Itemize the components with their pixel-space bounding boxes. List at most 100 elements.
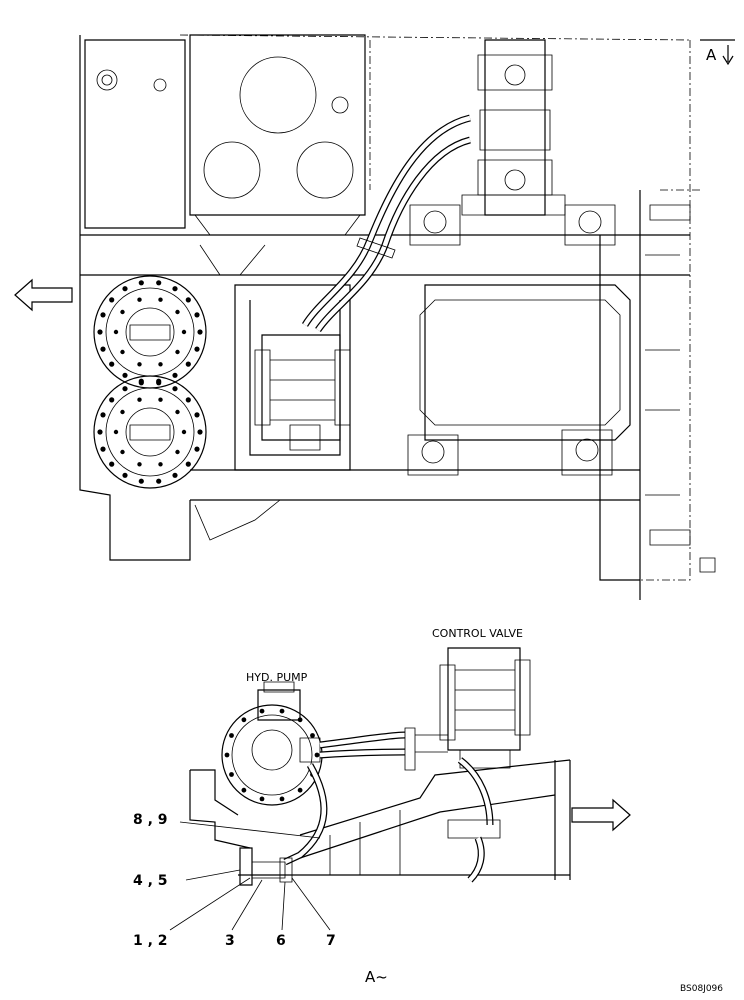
bolt xyxy=(156,478,162,484)
bolt xyxy=(109,297,115,303)
callout-leaders xyxy=(169,821,331,931)
top-motor-upper xyxy=(93,275,207,389)
bolt xyxy=(172,472,178,478)
callout-4-5: 4 , 5 xyxy=(133,873,168,889)
bolt xyxy=(297,787,303,793)
bolt xyxy=(113,429,119,435)
top-hoses xyxy=(301,114,471,333)
bolt xyxy=(241,787,247,793)
bolt xyxy=(137,397,142,402)
bolt xyxy=(181,329,187,335)
bolt xyxy=(122,286,128,292)
callout-8-9: 8 , 9 xyxy=(133,812,168,828)
bolt xyxy=(175,309,180,315)
bolt xyxy=(138,478,144,484)
bolt xyxy=(175,409,180,415)
view-a-letter: A xyxy=(706,46,717,64)
side-hoses xyxy=(283,727,501,883)
bolt xyxy=(120,349,125,355)
callout-6: 6 xyxy=(276,933,286,949)
view-a-arrow xyxy=(700,39,735,66)
bolt xyxy=(224,752,230,758)
bolt xyxy=(185,397,191,403)
control-valve-label: CONTROL VALVE xyxy=(432,627,523,640)
bolt xyxy=(172,286,178,292)
bolt xyxy=(120,309,125,315)
top-view xyxy=(14,34,735,600)
front-direction-arrow xyxy=(14,278,73,312)
bolt xyxy=(175,349,180,355)
bolt xyxy=(158,462,163,467)
top-pump-unit xyxy=(461,39,566,216)
top-control-valve xyxy=(254,334,351,451)
bolt xyxy=(241,717,247,723)
hyd-pump-label: HYD. PUMP xyxy=(246,671,308,684)
bolt xyxy=(259,796,265,802)
view-a-caption: A~ xyxy=(365,968,388,986)
callout-3: 3 xyxy=(225,933,235,949)
rear-direction-arrow xyxy=(571,798,631,832)
bolt xyxy=(158,397,163,402)
bolt xyxy=(122,372,128,378)
bolt xyxy=(113,329,119,335)
bolt xyxy=(181,429,187,435)
bolt xyxy=(229,733,234,738)
callout-1-2: 1 , 2 xyxy=(133,933,168,949)
bolt xyxy=(314,752,320,758)
bolt xyxy=(100,446,106,452)
bolt xyxy=(109,361,115,367)
bolt xyxy=(279,708,285,714)
bolt xyxy=(297,717,303,723)
bolt xyxy=(172,372,178,378)
bolt xyxy=(310,733,315,738)
bolt xyxy=(137,297,142,302)
bolt xyxy=(97,329,103,335)
bolt xyxy=(120,409,125,415)
bolt xyxy=(158,297,163,302)
bolt xyxy=(138,280,144,286)
bolt xyxy=(122,386,128,392)
mount-pads xyxy=(407,204,616,476)
bolt xyxy=(138,380,144,386)
bolt xyxy=(197,429,203,435)
bolt xyxy=(137,462,142,467)
callout-7: 7 xyxy=(326,933,336,949)
bolt xyxy=(185,461,191,467)
bolt xyxy=(185,297,191,303)
bolt xyxy=(97,429,103,435)
hyd-pump xyxy=(221,681,323,806)
tank-block xyxy=(84,34,366,236)
bolt xyxy=(194,412,200,418)
top-motor-lower xyxy=(93,375,207,489)
bolt xyxy=(100,346,106,352)
pump-bolts xyxy=(224,708,320,802)
bolt xyxy=(137,362,142,367)
bolt xyxy=(172,386,178,392)
frame-outline xyxy=(79,34,716,600)
bolt xyxy=(279,796,285,802)
bolt xyxy=(100,412,106,418)
bolt xyxy=(109,397,115,403)
bolt xyxy=(122,472,128,478)
bolt xyxy=(229,772,234,777)
bolt xyxy=(197,329,203,335)
side-frame xyxy=(189,759,571,880)
bolt xyxy=(100,312,106,318)
drawing-code: BS08J096 xyxy=(680,984,723,994)
bolt xyxy=(259,708,265,714)
bolt xyxy=(175,449,180,455)
bottom-view xyxy=(169,647,631,931)
bolt xyxy=(156,280,162,286)
side-control-valve xyxy=(439,647,531,769)
bolt xyxy=(109,461,115,467)
motor-bolts xyxy=(97,280,203,484)
bolt xyxy=(156,380,162,386)
bolt xyxy=(120,449,125,455)
bolt xyxy=(194,346,200,352)
bolt xyxy=(185,361,191,367)
bolt xyxy=(194,312,200,318)
fitting-assembly xyxy=(239,847,293,886)
bolt xyxy=(194,446,200,452)
bolt xyxy=(158,362,163,367)
